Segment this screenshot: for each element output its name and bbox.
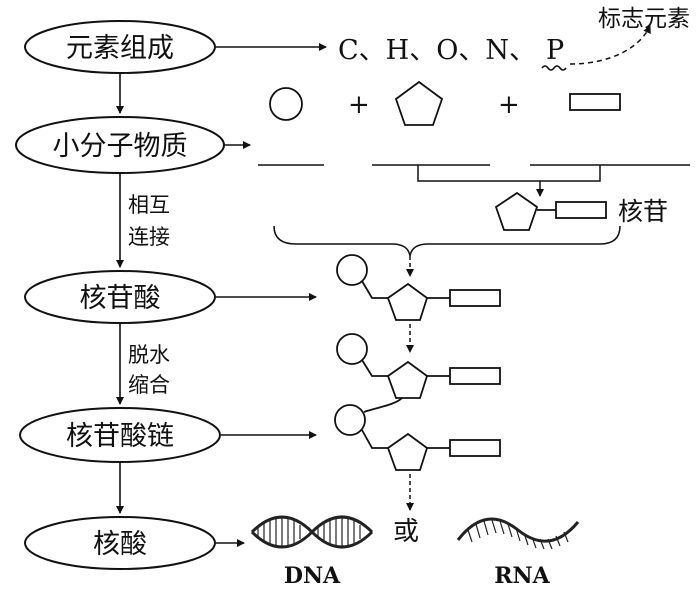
level-nucleotide: 核苷酸 <box>24 270 216 324</box>
rna-strand-icon <box>456 517 580 550</box>
nucleotide-chain <box>334 333 501 471</box>
level-elements: 元素组成 <box>24 20 216 74</box>
dna-helix-icon <box>250 515 374 549</box>
p-element: P <box>546 35 564 66</box>
horizontal-arrows <box>216 43 327 547</box>
step-link-1: 相互 <box>128 193 170 217</box>
pentose-pentagon <box>394 80 444 126</box>
step-dehydrate-1: 脱水 <box>128 343 170 367</box>
nucleotide-structure <box>336 254 501 321</box>
level-small-molecules-label: 小分子物质 <box>53 131 188 162</box>
components-brace <box>273 225 621 257</box>
level-chain-label: 核苷酸链 <box>66 421 174 452</box>
nucleoside <box>494 191 607 231</box>
step-link-2: 连接 <box>128 225 170 249</box>
level-chain: 核苷酸链 <box>19 407 221 463</box>
p-wavy-underline <box>541 65 567 71</box>
sugar-base-bracket <box>417 165 601 182</box>
level-elements-label: 元素组成 <box>66 33 174 64</box>
level-nucleotide-label: 核苷酸 <box>80 283 161 314</box>
base-rect <box>569 93 621 111</box>
or-label: 或 <box>393 517 419 547</box>
elements-text: C、H、O、N、 <box>338 35 536 66</box>
level-small-molecules: 小分子物质 <box>15 116 225 174</box>
nucleoside-label: 核苷 <box>618 197 668 226</box>
level-nucleic-acid-label: 核酸 <box>93 529 147 560</box>
plus-sign-2: + <box>498 90 520 120</box>
marker-dashed-arrow <box>569 25 651 65</box>
rna-label: RNA <box>494 563 550 588</box>
level-nucleic-acid: 核酸 <box>24 516 216 570</box>
step-dehydrate-2: 缩合 <box>128 373 170 397</box>
plus-sign-1: + <box>348 90 370 120</box>
dna-label: DNA <box>284 563 341 588</box>
phosphate-circle <box>269 87 303 121</box>
marker-label: 标志元素 <box>598 6 690 32</box>
